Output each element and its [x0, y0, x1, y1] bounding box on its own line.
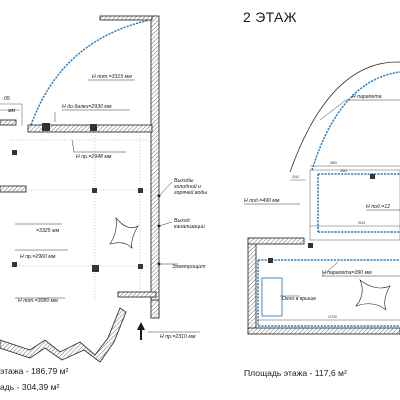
floor-height-12: Н под.=12 — [366, 204, 390, 210]
column-7 — [138, 264, 143, 269]
marker-3 — [370, 174, 375, 179]
ceiling-height-3080: Н пот.=3080 мм — [18, 298, 58, 304]
dim-10730: 10730 — [328, 315, 337, 319]
cut-label-05: 05 — [4, 96, 10, 102]
entrance-wall-right — [150, 299, 160, 319]
first-floor-area: этажа - 186,79 м² — [0, 366, 69, 376]
fan-symbol-2 — [355, 279, 391, 311]
column-6 — [138, 188, 143, 193]
upper-slab — [309, 169, 400, 241]
parapet-height-390: Н парапета=390 мм — [322, 270, 372, 276]
beam-height-2930: Н до балки=2930 мм — [62, 104, 112, 110]
marker-2 — [308, 243, 313, 248]
column-3 — [12, 150, 17, 155]
south-zigzag-wall — [0, 307, 127, 363]
terrace-west-wall — [247, 237, 257, 335]
opening-height-2948: Н пр.=2948 мм — [76, 154, 112, 160]
second-floor-area: Площадь этажа - 117,6 м² — [244, 368, 347, 378]
floor-height-490: Н под.=490 мм — [244, 198, 280, 204]
curved-glazing — [29, 19, 151, 129]
dim-2643: 2643 — [340, 169, 347, 173]
dim-9415: 9415 — [358, 221, 365, 225]
entrance-wall — [117, 291, 157, 298]
roof-window — [261, 277, 283, 317]
total-area: адь - 304,39 м² — [0, 382, 59, 392]
parapet-height-top: Н парапета — [352, 94, 382, 100]
column-8 — [12, 262, 17, 267]
height-3325: =3325 мм — [36, 228, 60, 234]
column-4 — [92, 265, 99, 272]
sewer-outlet-label: Выход канализации — [174, 218, 205, 230]
first-floor-plan: 05 мм Н пот.=3315 мм Н до балки=2930 мм … — [0, 15, 207, 392]
east-wall — [150, 15, 160, 317]
opening-height-2960: Н пр.=2960 мм — [20, 254, 56, 260]
column-1 — [42, 123, 50, 131]
marker-1 — [268, 258, 273, 263]
cut-label-mm: мм — [8, 108, 16, 114]
left-wall-mid — [0, 185, 27, 193]
bay-wall — [99, 15, 153, 21]
second-floor-title: 2 ЭТАЖ — [243, 9, 297, 25]
column-5 — [92, 188, 97, 193]
dim-3500: 3500 — [330, 161, 337, 165]
dome-glazing — [311, 71, 400, 171]
opening-height-2310: Н пр.=2310 мм — [160, 334, 196, 340]
electric-panel-label: Электрощит — [172, 264, 206, 270]
second-floor-plan: 2 ЭТАЖ Н парап — [243, 9, 400, 378]
terrace-north-wall — [247, 237, 305, 245]
fan-symbol — [109, 217, 139, 249]
roof-window-label: Окно в крыше — [282, 296, 316, 302]
water-outlet-label: Выходы холодной и горячей воды — [173, 178, 207, 196]
dim-3010: 3010 — [292, 175, 299, 179]
terrace-south-wall — [247, 327, 400, 335]
dome-outline — [289, 61, 400, 173]
column-2 — [90, 124, 97, 131]
left-wall-stub — [0, 119, 17, 126]
ceiling-height-3315: Н пот.=3315 мм — [92, 74, 132, 80]
entrance-arrow — [137, 322, 145, 340]
